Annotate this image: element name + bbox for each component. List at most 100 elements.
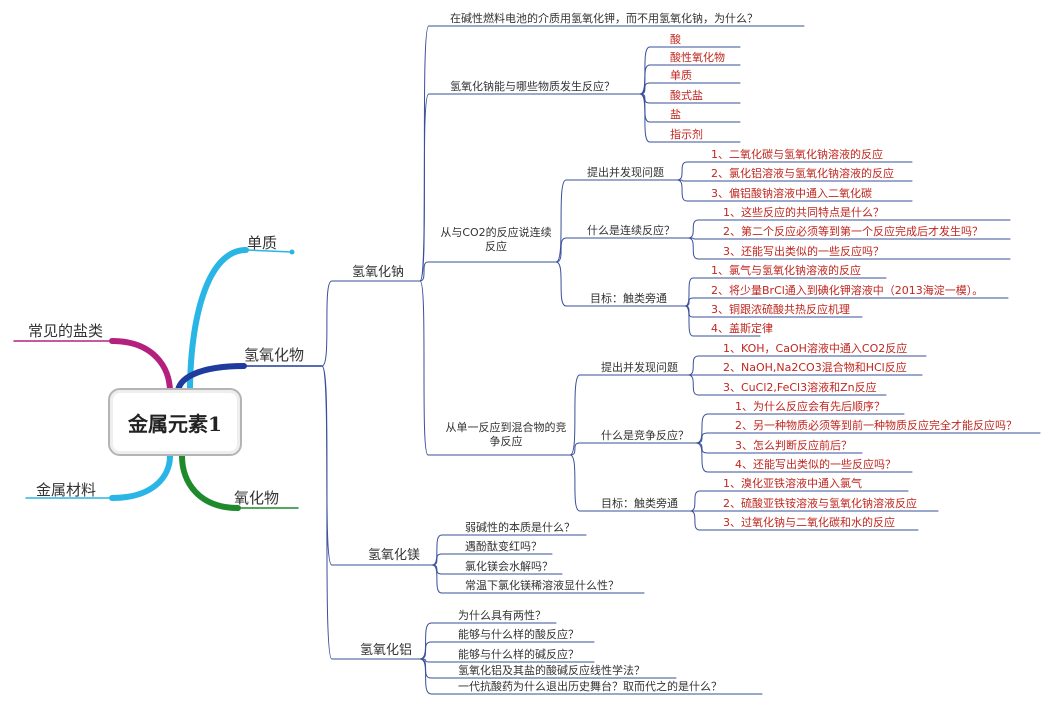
compete-definition-item[interactable]: 3、怎么判断反应前后？ [735, 439, 852, 452]
connector-line [419, 622, 453, 660]
branch-line-materials [109, 453, 173, 501]
co2-definition-item[interactable]: 2、第二个反应必须等到第一个反应完成后才发生吗？ [723, 225, 983, 238]
compete-goal-item[interactable]: 1、溴化亚铁溶液中通入氯气 [723, 477, 862, 490]
compete-group-problem[interactable]: 提出并发现问题 [601, 361, 678, 374]
connector-line [555, 179, 586, 263]
connector-line [687, 237, 719, 240]
mgoh-question[interactable]: 弱碱性的本质是什么？ [465, 521, 575, 534]
compete-definition-item[interactable]: 1、为什么反应会有先后顺序？ [735, 400, 885, 413]
branch-materials[interactable]: 金属材料 [36, 481, 97, 499]
branch-oxide[interactable]: 氧化物 [234, 489, 280, 507]
co2-goal-item[interactable]: 4、盖斯定律 [711, 322, 773, 335]
co2-group-problem[interactable]: 提出并发现问题 [587, 166, 664, 179]
connector-line [695, 442, 731, 473]
connector-line [431, 534, 461, 566]
connector-line [555, 261, 586, 307]
connector-line [569, 454, 599, 512]
topic-mgoh[interactable]: 氢氧化镁 [368, 548, 421, 563]
connector-line [639, 93, 669, 143]
aloh-question[interactable]: 一代抗酸药为什么退出历史舞台？取而代之的是什么？ [458, 680, 722, 693]
branch-line-salts [109, 338, 173, 395]
reactant-item[interactable]: 指示剂 [670, 128, 703, 141]
co2-definition-item[interactable]: 3、还能写出类似的一些反应吗？ [723, 245, 884, 258]
connector-line [639, 82, 669, 95]
co2-group-definition[interactable]: 什么是连续反应？ [587, 224, 675, 237]
compete-definition-item[interactable]: 2、另一种物质必须等到前一种物质反应完全才能反应吗？ [735, 419, 1017, 432]
connector-line [639, 93, 669, 123]
branch-elemental[interactable]: 单质 [247, 234, 278, 252]
central-topic-label: 金属元素1 [128, 411, 222, 436]
co2-goal-item[interactable]: 1、氯气与氢氧化钠溶液的反应 [711, 264, 861, 277]
branch-line-oxide [179, 453, 241, 511]
compete-problem-item[interactable]: 1、KOH，CaOH溶液中通入CO2反应 [723, 342, 908, 355]
compete-group-goal[interactable]: 目标：触类旁通 [601, 497, 678, 510]
compete-problem-item[interactable]: 3、CuCl2,FeCl3溶液和Zn反应 [723, 381, 877, 394]
compete-group-definition[interactable]: 什么是竞争反应？ [601, 429, 689, 442]
compete-goal-item[interactable]: 2、硫酸亚铁铵溶液与氢氧化钠溶液反应 [723, 497, 917, 510]
connector-line [687, 374, 719, 396]
branch-hydroxide[interactable]: 氢氧化物 [244, 346, 305, 364]
mgoh-question[interactable]: 氯化镁会水解吗？ [465, 560, 553, 573]
co2-problem-item[interactable]: 3、偏铝酸钠溶液中通入二氧化碳 [711, 187, 872, 200]
reactant-item[interactable]: 盐 [670, 108, 681, 121]
branch-line-elemental [187, 247, 249, 395]
co2-definition-item[interactable]: 1、这些反应的共同特点是什么？ [723, 206, 884, 219]
naoh-question-reactions[interactable]: 氢氧化钠能与哪些物质发生反应？ [450, 80, 615, 93]
branch-line-elemental-underline [245, 249, 293, 253]
connector-line [419, 93, 446, 282]
connector-line [569, 442, 599, 456]
topic-aloh[interactable]: 氢氧化铝 [360, 643, 413, 658]
reactant-item[interactable]: 单质 [670, 69, 692, 82]
topic-naoh[interactable]: 氢氧化钠 [352, 265, 405, 280]
naoh-question-electrolyte[interactable]: 在碱性燃料电池的介质用氢氧化钾，而不用氢氧化钠，为什么？ [450, 12, 758, 25]
connector-line [676, 179, 707, 202]
connector-line [684, 305, 707, 337]
branch-end-dot [289, 249, 295, 255]
connector-line [676, 179, 707, 182]
aloh-question[interactable]: 氢氧化铝及其盐的酸碱反应线性学法？ [458, 664, 645, 677]
branch-salts[interactable]: 常见的盐类 [28, 322, 104, 340]
connector-line [321, 280, 351, 367]
connector-line [684, 277, 707, 307]
connector-line [555, 237, 586, 263]
reactant-item[interactable]: 酸式盐 [670, 89, 703, 102]
connector-line [419, 641, 453, 660]
aloh-question[interactable]: 为什么具有两性？ [458, 609, 546, 622]
connector-line [687, 219, 719, 239]
connector-line [676, 161, 707, 181]
compete-problem-item[interactable]: 2、NaOH,Na2CO3混合物和HCl反应 [723, 361, 907, 374]
topic-competing[interactable]: 从单一反应到混合物的竞争反应 [445, 421, 567, 448]
connector-line [695, 432, 731, 444]
connector-line [684, 297, 707, 307]
connector-line [321, 365, 351, 660]
connector-line [419, 658, 453, 695]
connector-line [431, 564, 461, 594]
connector-line [689, 510, 719, 531]
aloh-question[interactable]: 能够与什么样的酸反应？ [458, 628, 579, 641]
connector-line [639, 64, 669, 95]
reactant-item[interactable]: 酸性氧化物 [670, 51, 725, 64]
aloh-question[interactable]: 能够与什么样的碱反应？ [458, 648, 579, 661]
co2-problem-item[interactable]: 2、氯化铝溶液与氢氧化钠溶液的反应 [711, 167, 894, 180]
mgoh-question[interactable]: 遇酚酞变红吗？ [465, 540, 542, 553]
connector-line [689, 490, 719, 512]
connector-line [687, 237, 719, 260]
compete-goal-item[interactable]: 3、过氧化钠与二氧化碳和水的反应 [723, 516, 895, 529]
co2-problem-item[interactable]: 1、二氧化碳与氢氧化钠溶液的反应 [711, 148, 883, 161]
connector-line [419, 261, 441, 282]
connector-line [431, 553, 461, 566]
connector-line [687, 355, 719, 376]
co2-goal-item[interactable]: 2、将少量BrCl通入到碘化钾溶液中（2013海淀一模）。 [711, 284, 984, 297]
compete-definition-item[interactable]: 4、还能写出类似的一些反应吗？ [735, 458, 896, 471]
co2-group-goal[interactable]: 目标：触类旁通 [590, 292, 667, 305]
co2-goal-item[interactable]: 3、铜跟浓硫酸共热反应机理 [711, 303, 850, 316]
connector-line [695, 413, 731, 444]
reactant-item[interactable]: 酸 [670, 33, 681, 46]
topic-co2-serial[interactable]: 从与CO2的反应说连续反应 [440, 226, 552, 253]
connector-line [569, 374, 599, 456]
central-topic[interactable]: 金属元素1 [108, 388, 242, 456]
mgoh-question[interactable]: 常温下氯化镁稀溶液显什么性？ [465, 579, 619, 592]
connector-line [419, 280, 441, 456]
